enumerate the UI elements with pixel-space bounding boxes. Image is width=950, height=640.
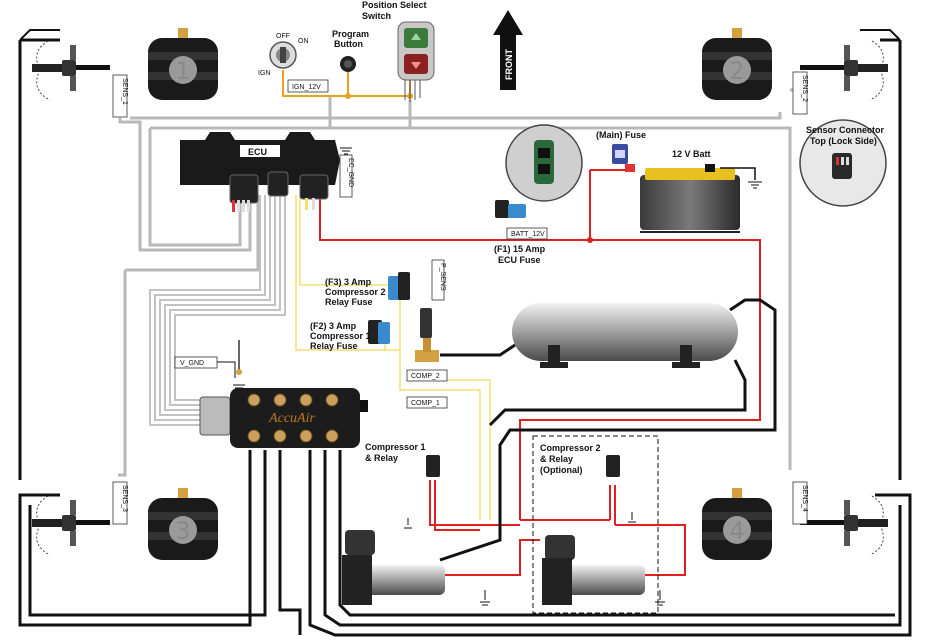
svg-text:(Optional): (Optional) bbox=[540, 465, 583, 475]
ign-12v-tag: IGN_12V bbox=[287, 79, 329, 93]
sensor-connector-label: Sensor Connector bbox=[806, 125, 885, 135]
air-spring-2: 2 bbox=[702, 28, 772, 100]
sensor-connector-detail bbox=[505, 124, 583, 202]
sens-tag-4: SENS_4 bbox=[792, 481, 808, 525]
sensor-harness bbox=[118, 88, 802, 477]
battery-12v: 12 V Batt bbox=[625, 149, 762, 233]
svg-text:BATT_12V: BATT_12V bbox=[511, 231, 545, 238]
valve-manifold: AccuAir bbox=[199, 388, 368, 448]
front-label: FRONT bbox=[504, 49, 514, 80]
svg-text:IGN_12V: IGN_12V bbox=[292, 84, 321, 91]
height-sensor-4 bbox=[800, 494, 888, 556]
valve-brand-label: AccuAir bbox=[268, 411, 315, 426]
svg-text:Relay Fuse: Relay Fuse bbox=[325, 297, 373, 307]
svg-text:SENS_3: SENS_3 bbox=[121, 485, 128, 512]
battery-label: 12 V Batt bbox=[672, 149, 711, 159]
program-button: Program Button bbox=[332, 29, 369, 72]
valve-harness bbox=[149, 195, 286, 426]
pressure-sensor bbox=[415, 308, 439, 362]
power-wires bbox=[319, 169, 761, 576]
compressor1-label: Compressor 1 bbox=[365, 442, 426, 452]
air-spring-4: 4 bbox=[702, 488, 772, 560]
key-ign-label: IGN bbox=[258, 70, 270, 77]
svg-text:P_SENS: P_SENS bbox=[439, 263, 446, 291]
sens-tag-2: SENS_2 bbox=[792, 71, 808, 115]
air-spring-1: 1 bbox=[148, 28, 218, 100]
svg-text:Switch: Switch bbox=[362, 11, 391, 21]
svg-text:Top (Lock Side): Top (Lock Side) bbox=[810, 136, 877, 146]
compressor2-relay: Compressor 2 & Relay (Optional) bbox=[540, 443, 636, 523]
main-fuse: (Main) Fuse bbox=[596, 130, 646, 164]
air-tank bbox=[512, 303, 738, 368]
svg-text:SENS_1: SENS_1 bbox=[121, 78, 128, 105]
air-lines bbox=[18, 38, 912, 637]
air-spring-3: 3 bbox=[148, 488, 218, 560]
p-sens-tag: P_SENS bbox=[431, 259, 446, 301]
comp1-tag: COMP_1 bbox=[406, 396, 448, 409]
svg-text:V_GND: V_GND bbox=[180, 360, 204, 367]
svg-text:Compressor 2: Compressor 2 bbox=[325, 287, 386, 297]
ignition-key-switch: OFF ON IGN bbox=[258, 33, 309, 77]
svg-text:COMP_1: COMP_1 bbox=[411, 400, 440, 407]
optional-compressor-box bbox=[532, 435, 659, 614]
svg-text:Relay Fuse: Relay Fuse bbox=[310, 341, 358, 351]
svg-text:SENS_4: SENS_4 bbox=[801, 485, 808, 512]
ecu-label: ECU bbox=[248, 147, 267, 157]
svg-text:COMP_2: COMP_2 bbox=[411, 373, 440, 380]
comp2-tag: COMP_2 bbox=[406, 369, 448, 382]
svg-text:& Relay: & Relay bbox=[365, 453, 398, 463]
ecu-fuse-f1: BATT_12V (F1) 15 Amp ECU Fuse bbox=[494, 200, 548, 265]
corner-number-2: 2 bbox=[729, 57, 744, 85]
height-sensor-3 bbox=[32, 494, 110, 556]
svg-text:Compressor 1: Compressor 1 bbox=[310, 331, 371, 341]
svg-text:ECU Fuse: ECU Fuse bbox=[498, 255, 541, 265]
sens-tag-1: SENS_1 bbox=[112, 74, 128, 118]
svg-text:EC_GND: EC_GND bbox=[347, 158, 354, 187]
svg-text:SENS_2: SENS_2 bbox=[801, 75, 808, 102]
corner-number-3: 3 bbox=[175, 517, 190, 545]
sens-tag-3: SENS_3 bbox=[112, 481, 128, 525]
position-select-switch: Position Select Switch bbox=[362, 0, 435, 81]
corner-number-1: 1 bbox=[175, 57, 190, 85]
compressor1-relay: Compressor 1 & Relay bbox=[365, 442, 440, 529]
height-sensor-2 bbox=[800, 39, 888, 101]
compressor2-relay-fuse-f3: (F3) 3 Amp Compressor 2 Relay Fuse bbox=[325, 272, 410, 307]
f2-fuse-label: (F2) 3 Amp bbox=[310, 321, 357, 331]
ec-gnd-tag: EC_GND bbox=[339, 147, 354, 198]
program-button-label: Program bbox=[332, 29, 369, 39]
compressor2 bbox=[542, 535, 665, 606]
svg-text:Button: Button bbox=[334, 39, 363, 49]
ecu-unit: ECU bbox=[180, 132, 340, 212]
v-gnd-tag: V_GND bbox=[174, 340, 245, 392]
main-fuse-label: (Main) Fuse bbox=[596, 130, 646, 140]
svg-text:& Relay: & Relay bbox=[540, 454, 573, 464]
corner-number-4: 4 bbox=[729, 517, 744, 545]
compressor2-label: Compressor 2 bbox=[540, 443, 601, 453]
position-select-label: Position Select bbox=[362, 0, 427, 10]
key-off-label: OFF bbox=[276, 33, 290, 40]
compressor1-relay-fuse-f2: (F2) 3 Amp Compressor 1 Relay Fuse bbox=[310, 320, 390, 351]
compressor1 bbox=[342, 530, 490, 606]
height-sensor-1 bbox=[32, 39, 110, 101]
front-arrow-icon: FRONT bbox=[493, 10, 523, 90]
sensor-connector-top-detail: Sensor Connector Top (Lock Side) bbox=[799, 119, 887, 207]
ecu-fuse-label: (F1) 15 Amp bbox=[494, 244, 546, 254]
key-on-label: ON bbox=[298, 38, 309, 45]
f3-fuse-label: (F3) 3 Amp bbox=[325, 277, 372, 287]
